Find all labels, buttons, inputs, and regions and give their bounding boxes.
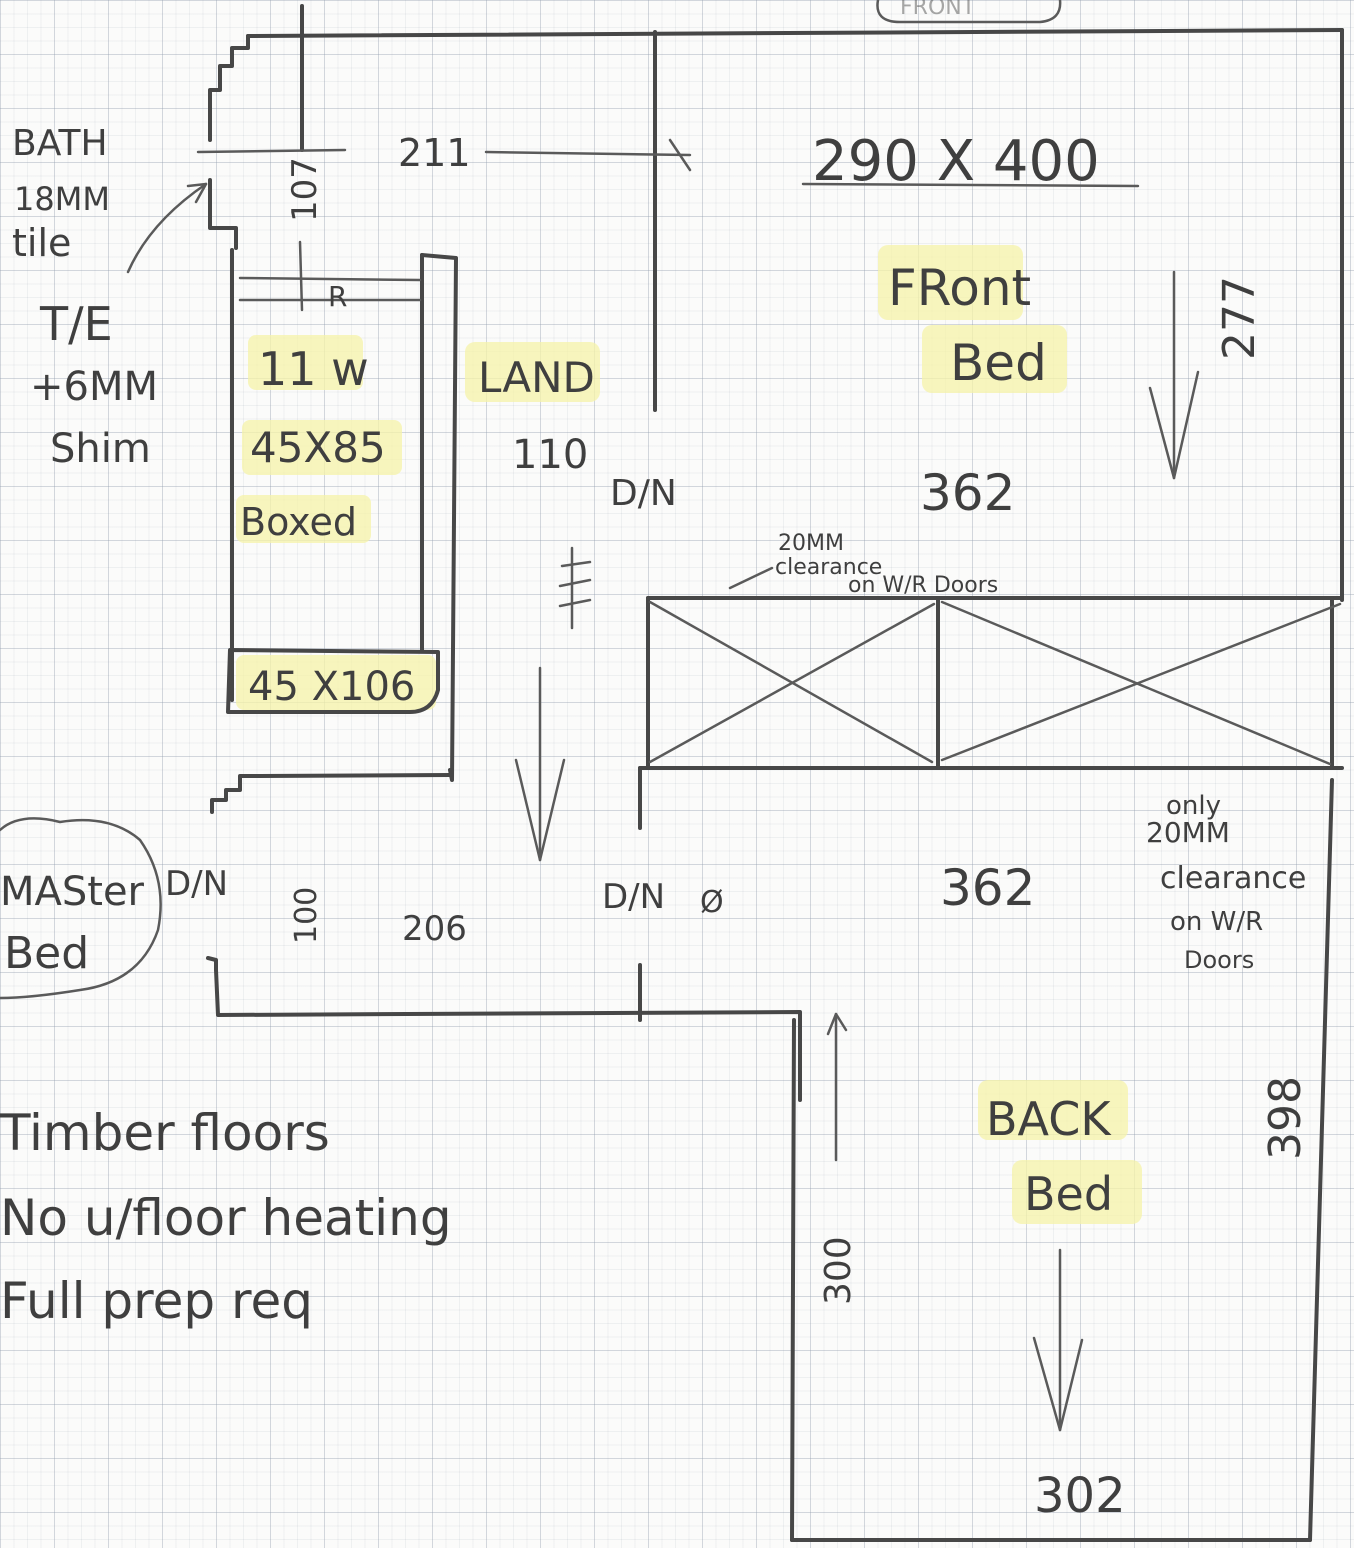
dn-extra-mark: Ø	[700, 885, 724, 920]
highlighter-marks	[236, 245, 1142, 1224]
clearance-note-top: 20MM clearance on W/R Doors	[775, 531, 998, 598]
master-bed-labels: MASter Bed	[0, 869, 145, 979]
note-no-underfloor-heating: No u/floor heating	[0, 1189, 452, 1247]
shim-label: Shim	[50, 426, 151, 472]
hall-dim-362: 362	[940, 859, 1035, 917]
front-bed-dim-362: 362	[920, 464, 1015, 522]
dn-label-landing: D/N	[610, 473, 677, 514]
back-bed-label-1: BACK	[986, 1092, 1112, 1146]
front-bed-label-2: Bed	[950, 334, 1047, 392]
landing-dim: 110	[512, 432, 588, 478]
back-bed-label-2: Bed	[1024, 1167, 1113, 1221]
back-bed-dim-300: 300	[818, 1236, 859, 1305]
dimension-lines	[126, 138, 1200, 1432]
landing-label: LAND	[478, 353, 595, 402]
clearance-bottom-only: only	[1166, 791, 1221, 821]
stair-block-labels: 11 w 45X85 Boxed 45 X106	[240, 342, 415, 710]
te-label: T/E	[39, 297, 113, 351]
clearance-top-doors: on W/R Doors	[848, 573, 998, 598]
front-tag: FRONT	[876, 0, 1062, 24]
stair-bottom-size: 45 X106	[248, 664, 415, 710]
clearance-bottom-doors: Doors	[1184, 946, 1254, 974]
bath-note: BATH 18MM tile	[12, 123, 110, 265]
clearance-bottom-wr: on W/R	[1170, 907, 1263, 937]
back-bed-labels: BACK Bed 300 398 302	[818, 1076, 1311, 1524]
front-bed-labels: 290 X 400 FRont Bed 362 277	[812, 129, 1265, 522]
clearance-bottom-word: clearance	[1160, 861, 1306, 896]
stair-stringer-size: 45X85	[250, 423, 386, 472]
dim-211: 211	[398, 131, 471, 175]
floor-notes: Timber floors No u/floor heating Full pr…	[0, 1104, 452, 1330]
te-note: T/E +6MM Shim	[30, 297, 158, 472]
dim-206: 206	[402, 909, 467, 949]
dim-100: 100	[289, 887, 324, 944]
back-bed-dim-302: 302	[1034, 1468, 1126, 1524]
front-bed-dim-side: 277	[1214, 276, 1265, 360]
bath-tile-thickness: 18MM	[14, 180, 110, 218]
bath-tile-label: tile	[12, 221, 71, 265]
stair-treads: 11 w	[258, 342, 369, 396]
dn-label-master: D/N	[165, 864, 228, 904]
master-bed-label-2: Bed	[4, 928, 89, 979]
stair-boxed: Boxed	[240, 500, 357, 544]
back-bed-dim-398: 398	[1260, 1076, 1311, 1160]
front-bed-label-1: FRont	[888, 259, 1031, 317]
clearance-top-size: 20MM	[778, 531, 844, 556]
clearance-bottom-size: 20MM	[1146, 816, 1230, 849]
front-tag-text: FRONT	[900, 0, 976, 20]
clearance-top-word: clearance	[775, 555, 882, 580]
dim-107: 107	[285, 157, 325, 222]
front-bed-size: 290 X 400	[812, 129, 1100, 194]
dn-label-hall: D/N	[602, 877, 665, 917]
walls	[206, 4, 1344, 1542]
clearance-note-bottom: only 20MM clearance on W/R Doors	[1146, 791, 1306, 974]
r-mark: R	[328, 280, 347, 313]
bath-label: BATH	[12, 123, 108, 164]
master-bed-label-1: MASter	[0, 869, 145, 915]
shim-thickness: +6MM	[30, 364, 158, 410]
master-bed-bubble	[0, 817, 162, 1000]
note-timber-floors: Timber floors	[0, 1104, 330, 1162]
note-full-prep: Full prep req	[0, 1272, 313, 1330]
